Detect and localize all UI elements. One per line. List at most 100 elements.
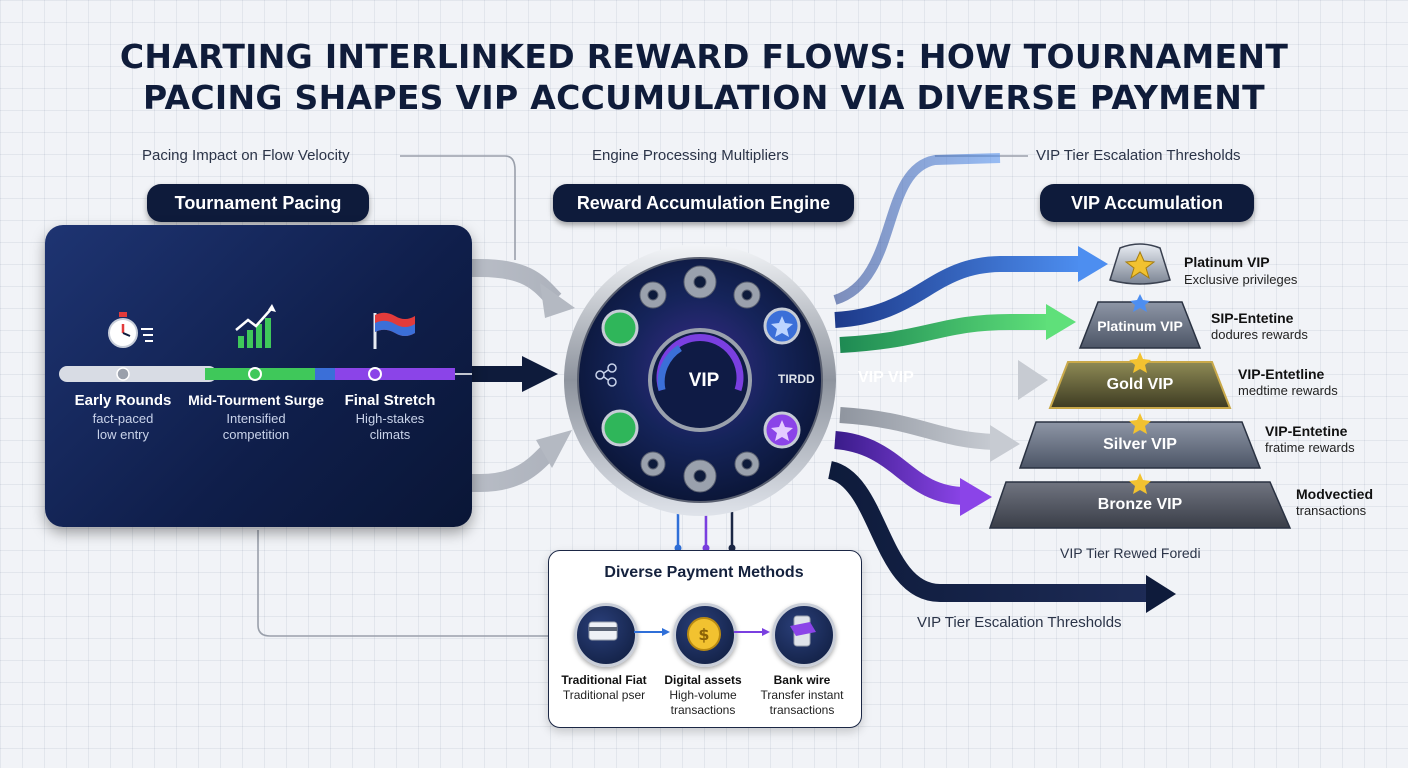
tier-1-name: SIP-Entetine bbox=[1211, 310, 1294, 326]
tier-bronze-label: Bronze VIP bbox=[1097, 496, 1183, 513]
payment-digital-desc-1: High-volume bbox=[669, 688, 737, 702]
flow-to-silver-arrowhead bbox=[990, 425, 1020, 462]
tier-trapezoid-silver bbox=[1018, 421, 1262, 469]
gear-icon bbox=[733, 281, 761, 309]
star-icon bbox=[771, 420, 793, 441]
flow-to-platinum-2 bbox=[839, 314, 1050, 353]
tier-gold-label: Gold VIP bbox=[1106, 376, 1174, 393]
payment-bank-label: Bank wire bbox=[773, 673, 831, 687]
tier-trapezoid-gold bbox=[1048, 361, 1232, 409]
star-icon bbox=[1130, 294, 1150, 312]
flow-to-platinum bbox=[834, 256, 1082, 328]
payment-fiat-desc: Traditional pser bbox=[562, 688, 646, 702]
connector-pacing-caption bbox=[400, 155, 516, 260]
tier-2-name: VIP-Entetline bbox=[1238, 366, 1325, 382]
caption-engine-multipliers: Engine Processing Multipliers bbox=[592, 147, 789, 164]
stage-early-desc-2: low entry bbox=[96, 427, 150, 442]
stage-mid-desc-1: Intensified bbox=[226, 411, 286, 426]
caption-pacing-impact: Pacing Impact on Flow Velocity bbox=[142, 147, 350, 164]
flow-to-gold-arrowhead bbox=[1018, 360, 1048, 400]
tier-3-name: VIP-Entetine bbox=[1265, 423, 1348, 439]
tier-3-desc: fratime rewards bbox=[1265, 440, 1355, 455]
tier-1-desc: dodures rewards bbox=[1211, 327, 1308, 342]
stage-early-desc-1: fact-paced bbox=[92, 411, 154, 426]
star-icon bbox=[771, 316, 793, 337]
title-line-2: PACING SHAPES VIP ACCUMULATION VIA DIVER… bbox=[143, 78, 1265, 117]
timeline-segment-early bbox=[59, 366, 217, 382]
gear-icon bbox=[683, 265, 717, 299]
caption-vip-reward-foredi: VIP Tier Rewed Foredi bbox=[1060, 545, 1201, 561]
timeline-segment-final bbox=[325, 368, 455, 380]
payment-title: Diverse Payment Methods bbox=[604, 564, 804, 581]
blue-flow-upper bbox=[833, 153, 1001, 305]
gear-icon bbox=[640, 451, 666, 477]
growth-chart-icon bbox=[235, 304, 276, 348]
tier-platinum-label: Platinum VIP bbox=[1097, 318, 1183, 334]
tier-0-name: Platinum VIP bbox=[1184, 254, 1270, 270]
caption-vip-thresholds-bottom: VIP Tier Escalation Thresholds bbox=[917, 614, 1122, 631]
stage-mid-label: Mid-Tourment Surge bbox=[188, 392, 324, 408]
reward-engine bbox=[564, 244, 836, 516]
page-title: CHARTING INTERLINKED REWARD FLOWS: HOW T… bbox=[0, 36, 1408, 118]
flow-to-platinum-arrowhead bbox=[1078, 246, 1108, 282]
stage-final-desc-2: climats bbox=[369, 427, 411, 442]
star-icon bbox=[1124, 250, 1156, 280]
engine-side-text: TIRDD bbox=[778, 372, 815, 386]
input-flow-top-arrowhead bbox=[540, 283, 575, 318]
engine-node-green-top bbox=[601, 309, 639, 347]
stage-final-desc-1: High-stakes bbox=[355, 411, 425, 426]
payment-bank-desc-1: Transfer instant bbox=[760, 688, 844, 702]
gear-icon bbox=[683, 459, 717, 493]
flag-icon bbox=[373, 312, 415, 349]
tier-2-desc: medtime rewards bbox=[1238, 383, 1338, 398]
pacing-panel-graphics bbox=[59, 304, 472, 382]
section-vip-accumulation: VIP Accumulation bbox=[1040, 184, 1254, 222]
stage-final-label: Final Stretch bbox=[344, 392, 436, 409]
payment-digital-desc-2: transactions bbox=[670, 703, 736, 717]
stopwatch-icon bbox=[108, 312, 153, 348]
input-flow-middle-arrowhead bbox=[522, 356, 558, 392]
section-reward-engine: Reward Accumulation Engine bbox=[553, 184, 854, 222]
engine-node-green-bottom bbox=[601, 409, 639, 447]
input-flow-bottom-arrowhead bbox=[536, 430, 572, 468]
star-icon bbox=[1129, 413, 1151, 434]
payment-bank-desc-2: transactions bbox=[769, 703, 835, 717]
tier-trapezoid-platinum bbox=[1078, 301, 1202, 349]
caption-vip-thresholds-top: VIP Tier Escalation Thresholds bbox=[1036, 147, 1241, 164]
engine-center-label: VIP bbox=[688, 370, 720, 391]
flow-to-escalation-arrowhead bbox=[1146, 575, 1176, 613]
flow-to-bronze-arrowhead bbox=[960, 478, 992, 516]
engine-out-text: VIP VIP bbox=[858, 369, 914, 386]
timeline-node-final bbox=[368, 367, 382, 381]
vip-tier-stack bbox=[988, 243, 1292, 529]
connector-payment bbox=[257, 530, 548, 637]
payment-arrows bbox=[634, 628, 770, 636]
network-icon bbox=[595, 363, 617, 387]
flow-to-platinum-2-arrowhead bbox=[1046, 304, 1076, 340]
tier-4-desc: transactions bbox=[1296, 503, 1367, 518]
stage-mid-desc-2: competition bbox=[222, 427, 290, 442]
title-line-1: CHARTING INTERLINKED REWARD FLOWS: HOW T… bbox=[119, 37, 1289, 76]
stage-early-label: Early Rounds bbox=[74, 392, 172, 409]
tier-silver-label: Silver VIP bbox=[1103, 436, 1177, 453]
card-icon bbox=[588, 621, 618, 641]
timeline-segment-mid bbox=[205, 368, 325, 380]
phone-transfer-icon bbox=[790, 615, 816, 647]
tier-trapezoid-bronze bbox=[988, 481, 1292, 529]
tier-0-desc: Exclusive privileges bbox=[1184, 272, 1298, 287]
payment-digital-label: Digital assets bbox=[664, 673, 742, 687]
svg-text:$: $ bbox=[698, 625, 709, 644]
flow-to-escalation bbox=[827, 461, 1150, 602]
flow-to-silver bbox=[839, 407, 996, 450]
section-tournament-pacing: Tournament Pacing bbox=[147, 184, 369, 222]
input-flow-bottom bbox=[155, 443, 557, 492]
gear-icon bbox=[639, 281, 667, 309]
star-icon bbox=[1129, 473, 1151, 494]
timeline-node-early bbox=[116, 367, 130, 381]
coin-icon: $ bbox=[687, 617, 721, 651]
tier-4-name: Modvectied bbox=[1296, 486, 1374, 502]
flow-to-bronze bbox=[834, 431, 966, 505]
timeline-node-mid bbox=[248, 367, 262, 381]
star-icon bbox=[1129, 352, 1151, 373]
